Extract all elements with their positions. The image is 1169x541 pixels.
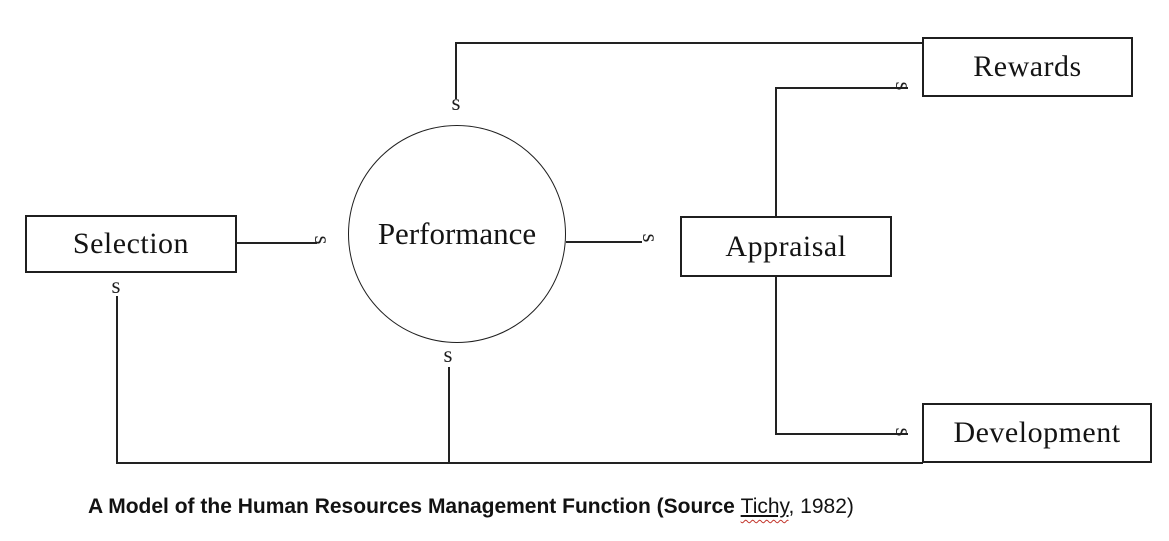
connector-marker-into-rewards: s	[891, 81, 916, 91]
connector-marker-top-of-circle: s	[451, 90, 461, 115]
node-appraisal: Appraisal	[680, 216, 892, 277]
edge-performance-appraisal	[566, 241, 642, 243]
edge-performance-rewards-vertical	[455, 42, 457, 99]
node-selection: Selection	[25, 215, 237, 273]
node-rewards: Rewards	[922, 37, 1133, 97]
node-selection-label: Selection	[72, 227, 190, 260]
node-appraisal-label: Appraisal	[725, 229, 847, 263]
node-development: Development	[922, 403, 1152, 463]
node-development-label: Development	[953, 416, 1121, 449]
node-performance-label: Performance	[377, 216, 537, 251]
edge-selection-bottom-vertical	[116, 296, 118, 464]
edge-bottom-horizontal	[116, 462, 923, 464]
connector-marker-into-development: s	[891, 427, 916, 437]
edge-appraisal-development-vertical	[775, 276, 777, 434]
caption-bold-text: A Model of the Human Resources Managemen…	[88, 495, 741, 518]
caption-source-wavy-underline: Tichy	[741, 495, 789, 518]
edge-selection-performance	[237, 242, 317, 244]
caption-source-name: Tichy	[740, 495, 789, 518]
connector-marker-performance-to-appraisal: s	[638, 233, 663, 243]
connector-marker-bottom-of-circle: s	[443, 342, 453, 367]
edge-performance-bottom-vertical	[448, 367, 450, 464]
edge-performance-rewards-horizontal	[455, 42, 923, 44]
node-rewards-label: Rewards	[973, 50, 1082, 83]
connector-marker-selection-to-performance: s	[310, 235, 335, 245]
edge-appraisal-development-horizontal	[775, 433, 908, 435]
node-performance: Performance	[348, 125, 566, 343]
connector-marker-below-selection: s	[111, 273, 121, 298]
figure-caption: A Model of the Human Resources Managemen…	[88, 495, 854, 519]
caption-suffix: , 1982)	[788, 495, 854, 518]
edge-appraisal-rewards-horizontal	[775, 87, 908, 89]
edge-appraisal-rewards-vertical	[775, 87, 777, 216]
